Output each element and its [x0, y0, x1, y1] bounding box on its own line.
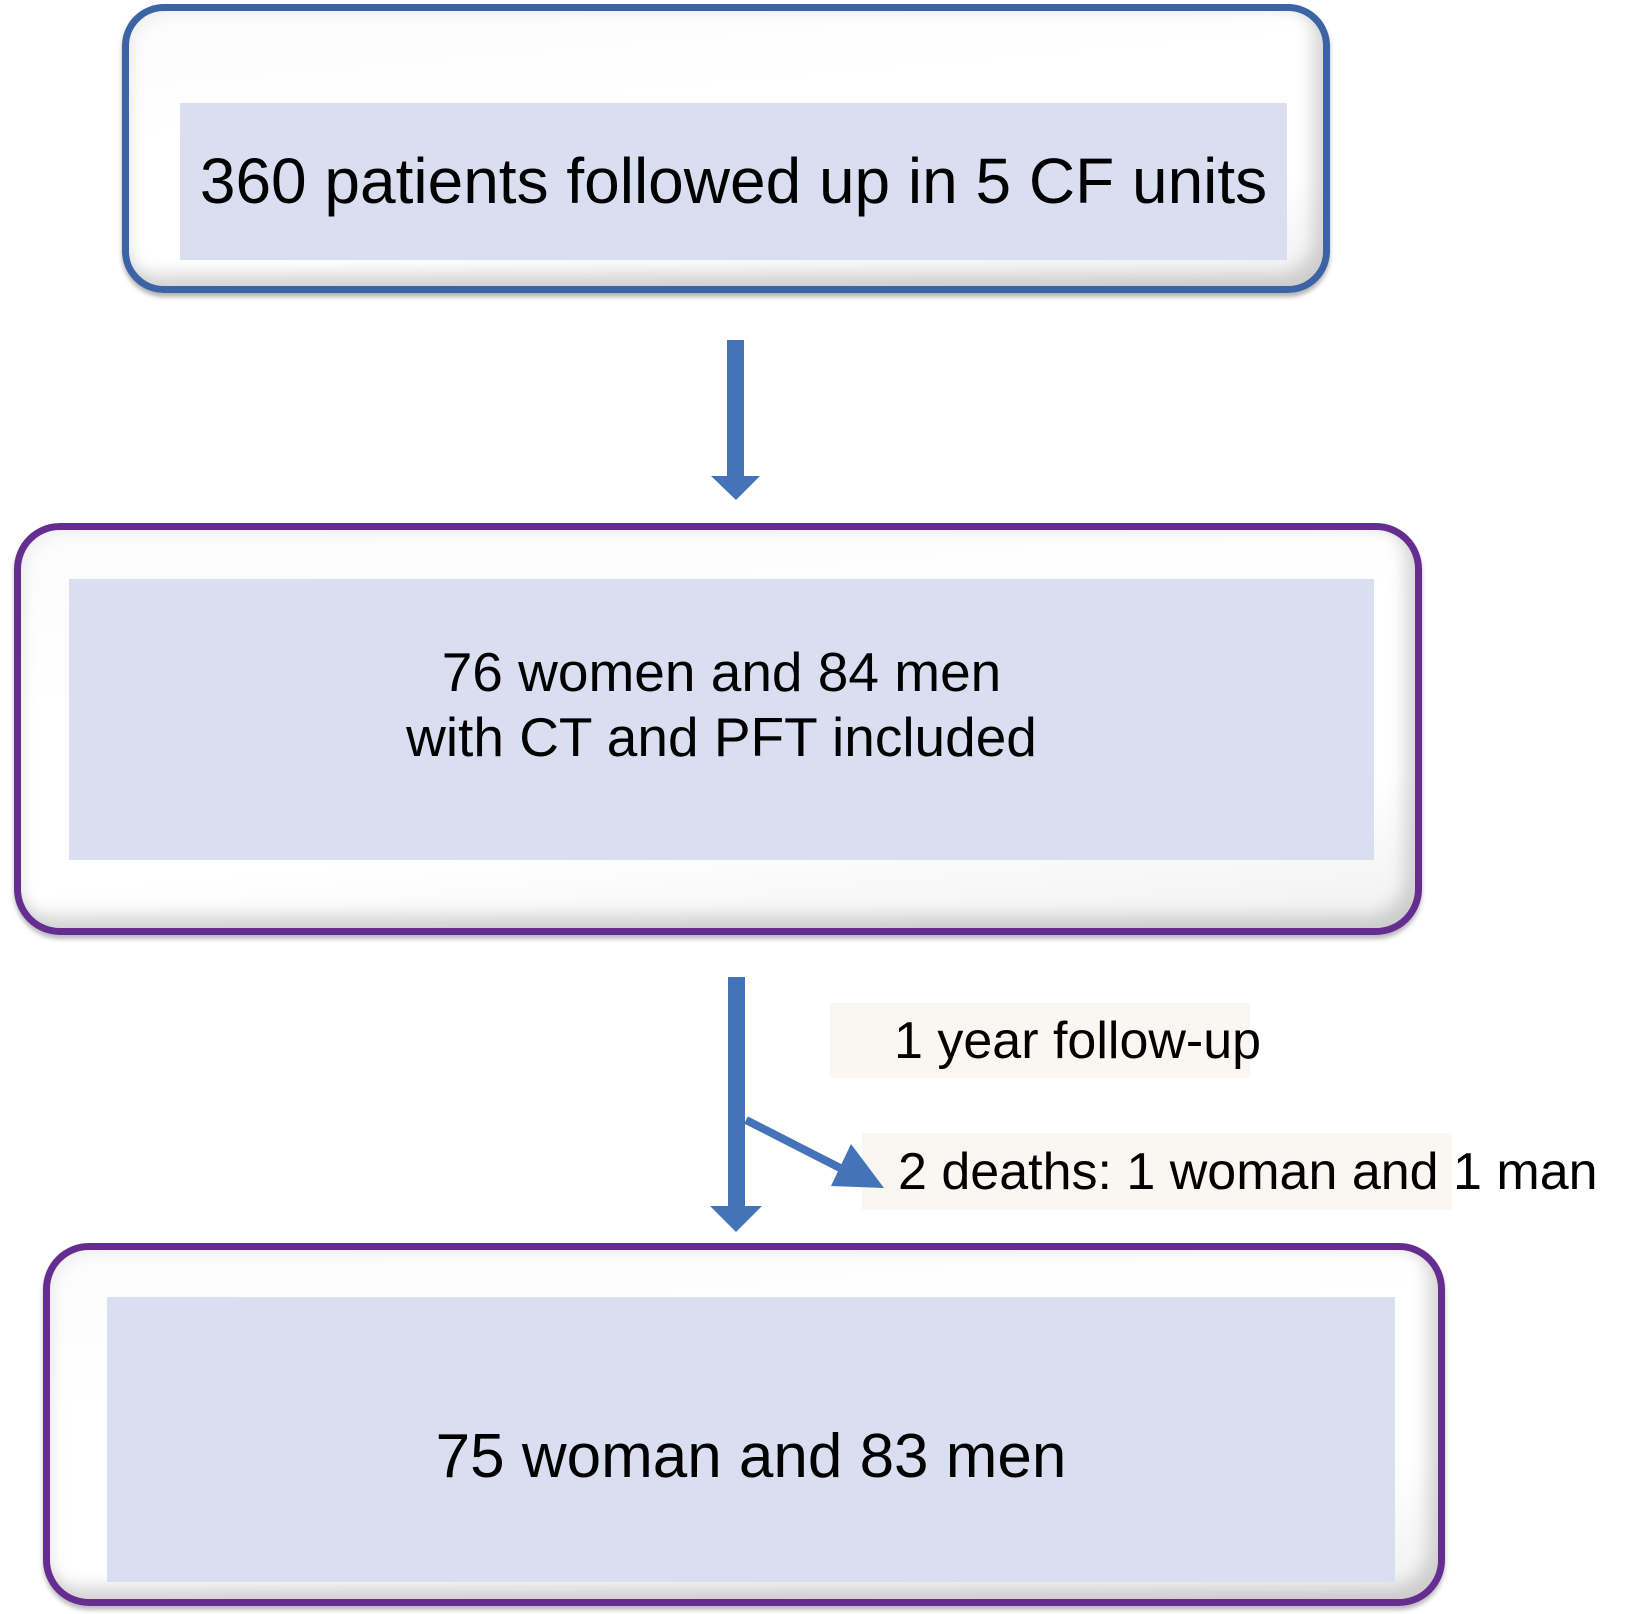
down-arrow-1-icon	[711, 340, 760, 500]
down-arrow-2-shaft	[728, 977, 745, 1210]
flow-box-included-text-line1: 76 women and 84 men	[441, 640, 1002, 703]
down-arrow-2-icon	[710, 977, 762, 1232]
flow-box-patients-panel: 360 patients followed up in 5 CF units	[180, 103, 1287, 260]
branch-arrow-line	[744, 1116, 850, 1176]
follow-up-label: 1 year follow-up	[830, 1003, 1261, 1078]
down-arrow-1-head	[711, 476, 760, 500]
flow-box-patients-text: 360 patients followed up in 5 CF units	[199, 145, 1268, 218]
flow-box-final: 75 woman and 83 men	[43, 1243, 1445, 1606]
flow-box-included-text-line2: with CT and PFT included	[406, 705, 1037, 768]
flow-box-final-panel: 75 woman and 83 men	[107, 1297, 1395, 1582]
follow-up-label-text: 1 year follow-up	[894, 1011, 1262, 1070]
flow-box-included-panel: 76 women and 84 men with CT and PFT incl…	[69, 579, 1374, 860]
deaths-label-text: 2 deaths: 1 woman and 1 man	[898, 1142, 1598, 1201]
flow-box-patients: 360 patients followed up in 5 CF units	[122, 4, 1330, 293]
flow-box-included: 76 women and 84 men with CT and PFT incl…	[14, 523, 1422, 935]
flow-box-final-text: 75 woman and 83 men	[435, 1421, 1067, 1491]
down-arrow-2-head	[710, 1206, 762, 1232]
down-arrow-1-shaft	[727, 340, 744, 480]
deaths-label: 2 deaths: 1 woman and 1 man	[862, 1133, 1598, 1210]
